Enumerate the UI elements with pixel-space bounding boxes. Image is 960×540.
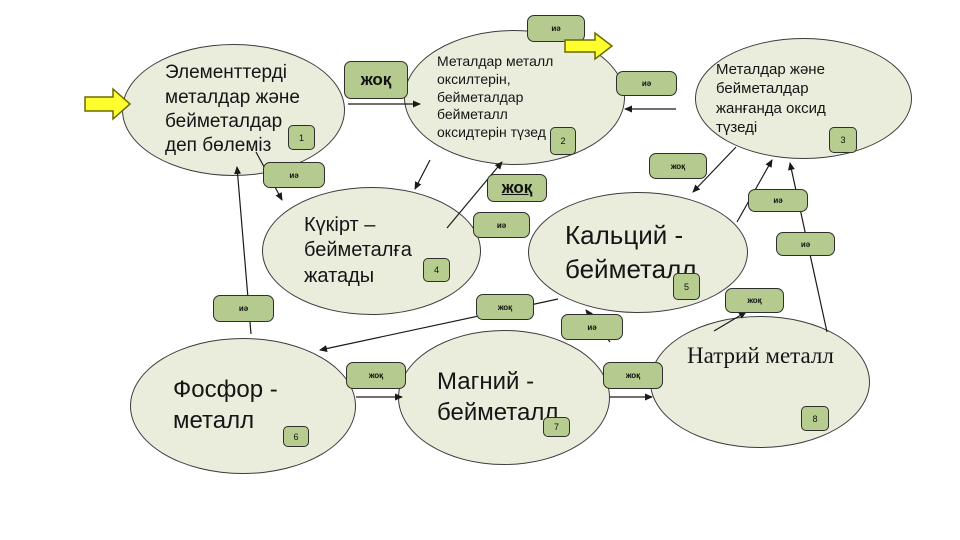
node-sodium: Натрий металл [650,316,870,448]
number-badge: 6 [283,426,309,447]
label-zhok: жоқ [649,153,707,179]
number-badge: 5 [673,273,700,300]
label-iya: иә [213,295,274,322]
node-phosphorus-text: Фосфор - металл [173,376,278,434]
label-iya: иә [776,232,835,256]
number-badge: 4 [423,258,450,282]
node-elements-text: Элементтерді металдар және бейметалдар д… [165,62,300,157]
label-zhok: жоқ [487,174,547,202]
label-iya: иә [748,189,808,212]
node-magnesium: Магний - бейметалл [398,330,610,465]
number-badge: 1 [288,125,315,150]
connector-4-to-2 [446,161,503,229]
yellow-arrow-icon [84,87,132,121]
label-iya: иә [263,162,325,188]
node-sulfur: Күкірт – бейметалға жатады [262,187,481,315]
label-zhok: жоқ [344,61,408,99]
node-burning-oxide: Металдар және бейметалдар жанғанда оксид… [695,38,912,159]
node-calcium: Кальций - бейметалл [528,192,748,313]
number-badge: 8 [801,406,829,431]
node-sodium-text: Натрий металл [687,343,834,368]
number-badge: 7 [543,417,570,437]
label-iya: иә [616,71,677,96]
label-iya: иә [527,15,585,42]
node-elements: Элементтерді металдар және бейметалдар д… [122,44,345,176]
number-badge: 2 [550,127,576,155]
node-magnesium-text: Магний - бейметалл [437,367,559,426]
connector-2-to-4 [414,159,431,190]
label-zhok: жоқ [725,288,784,313]
label-iya: иә [561,314,623,340]
node-burning-oxide-text: Металдар және бейметалдар жанғанда оксид… [716,61,826,136]
node-metal-oxides-text: Металдар металл оксилтерін, бейметалдар … [437,52,554,141]
label-iya: иә [473,212,530,238]
node-sulfur-text: Күкірт – бейметалға жатады [304,213,412,287]
label-zhok: жоқ [603,362,663,389]
connector-8-to-5 [713,311,747,332]
label-zhok: жоқ [346,362,406,389]
label-zhok: жоқ [476,294,534,320]
connector-3-to-5 [692,146,737,193]
yellow-arrow-icon [564,31,614,61]
node-phosphorus: Фосфор - металл [130,338,356,474]
number-badge: 3 [829,127,857,153]
